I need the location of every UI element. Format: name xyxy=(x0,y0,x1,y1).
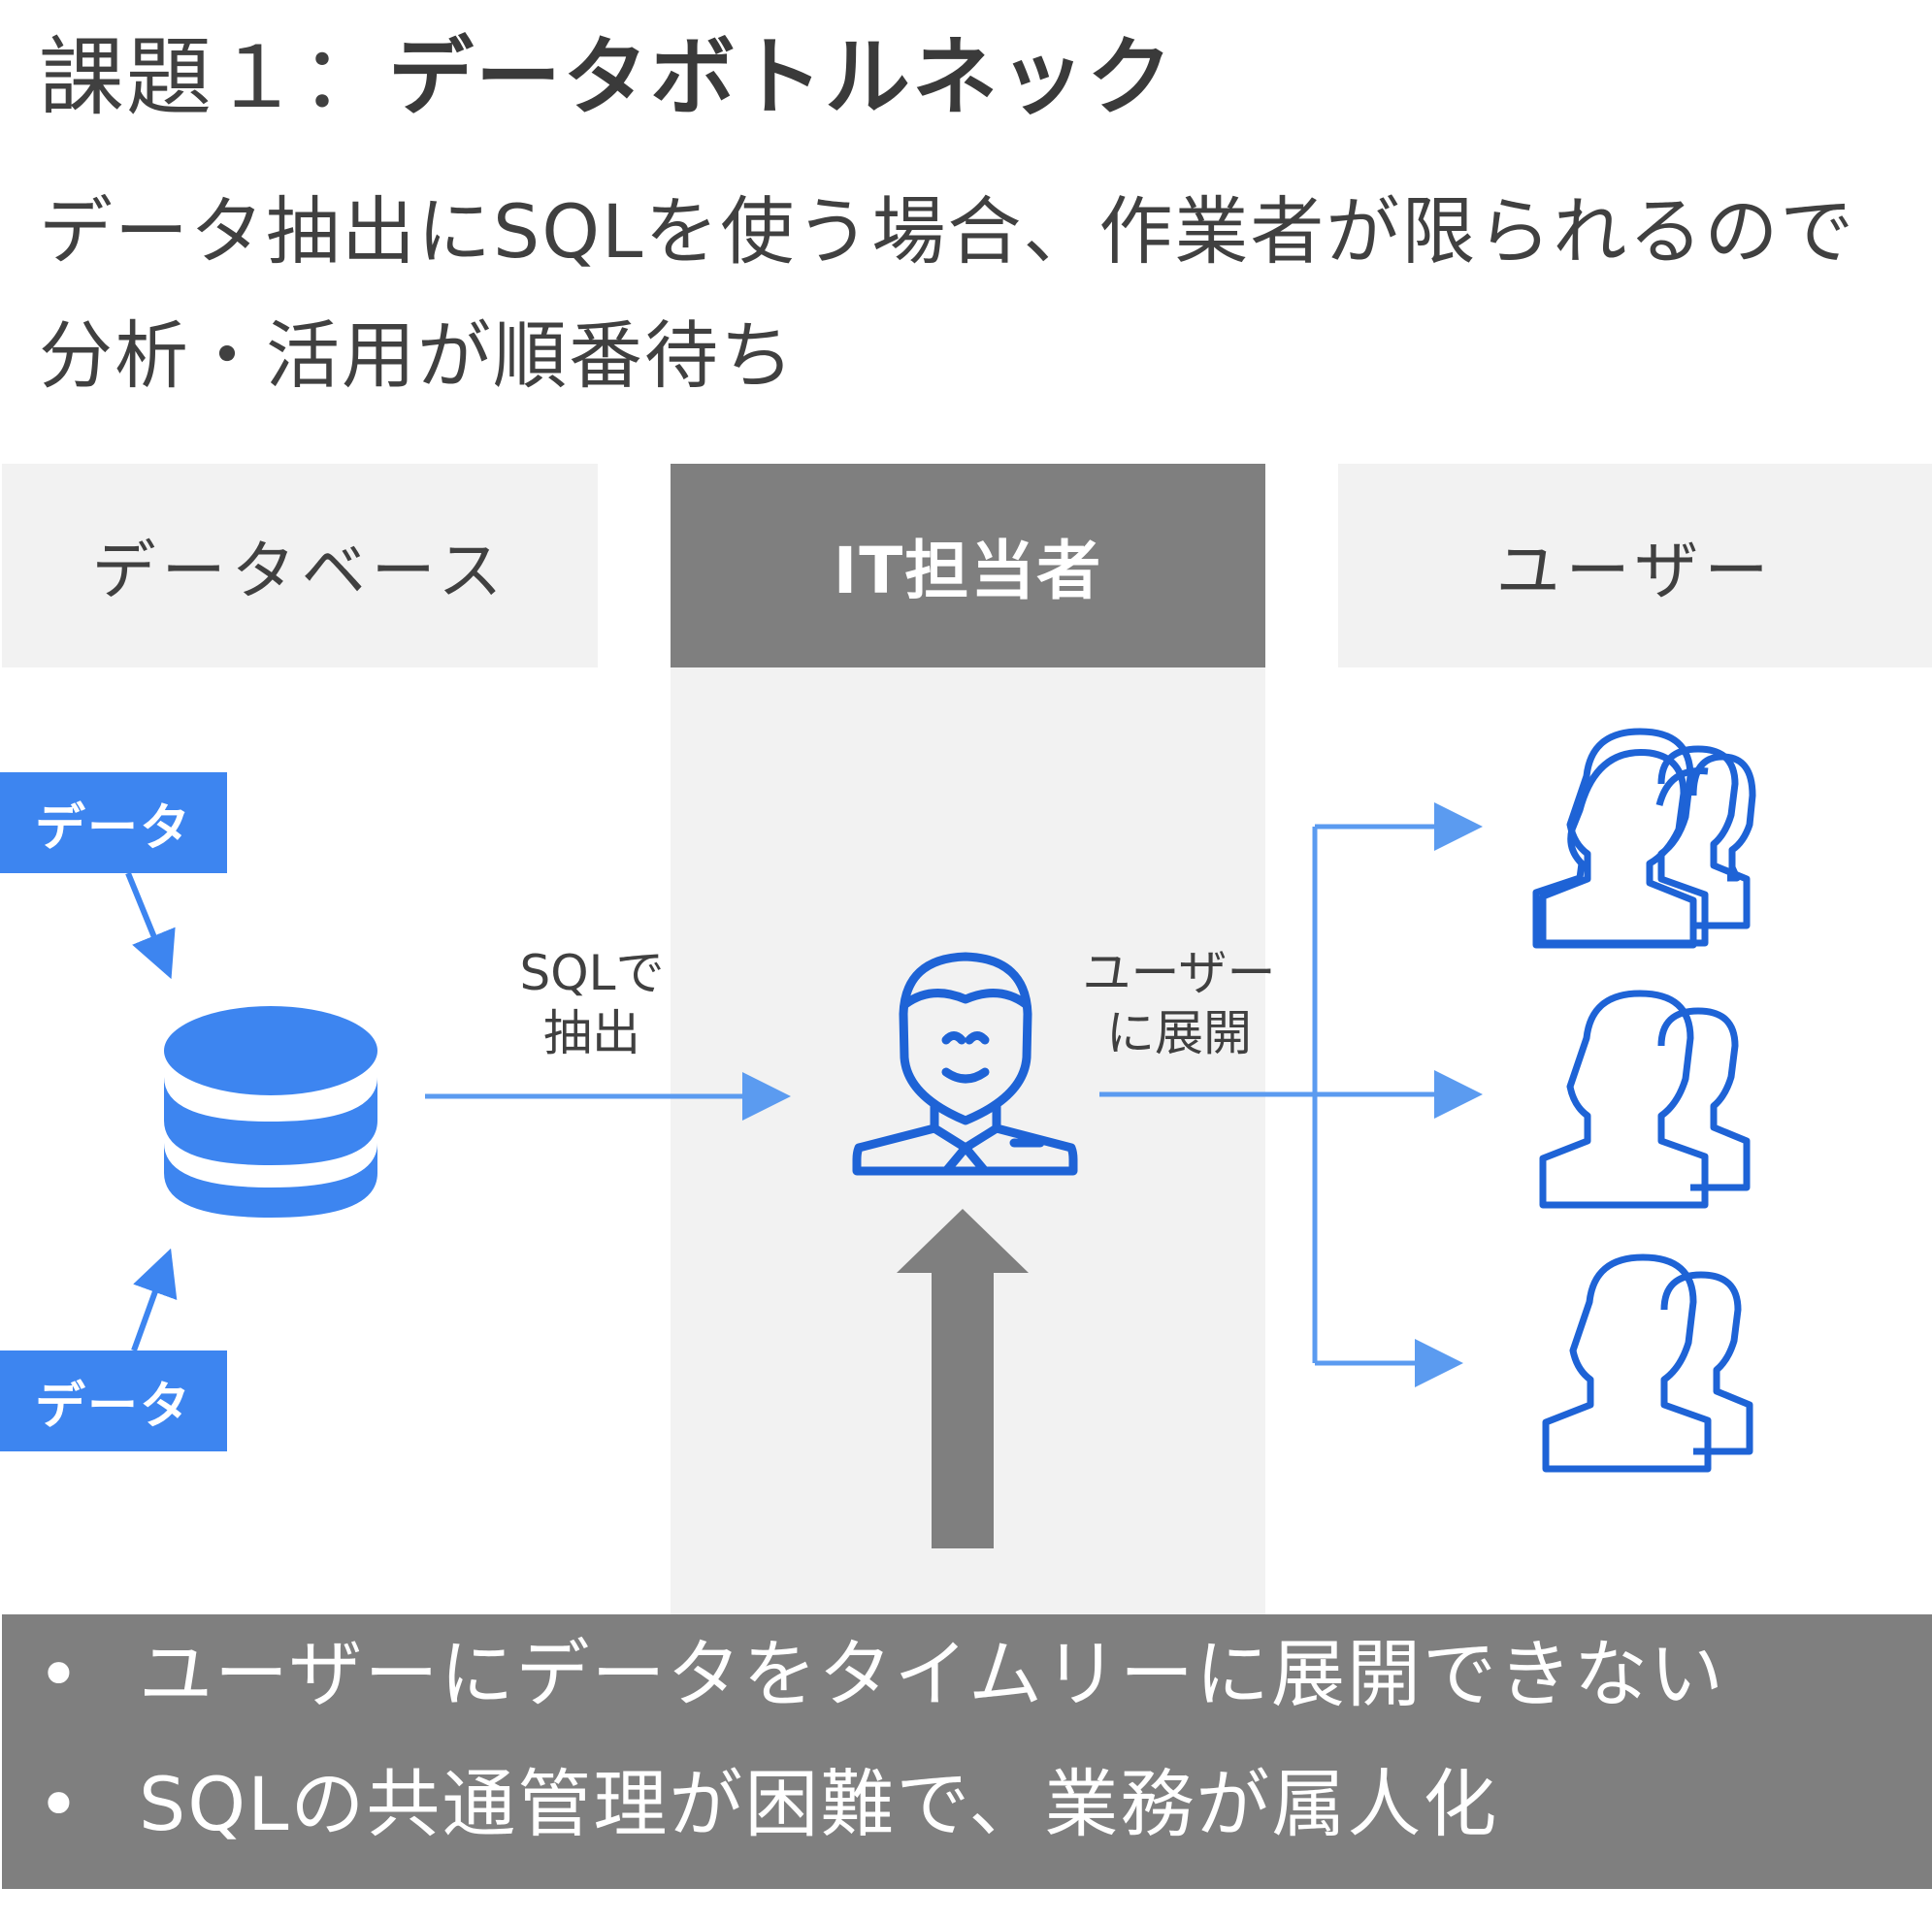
up-arrow-icon xyxy=(897,1209,1029,1548)
page-title: 課題１：データボトルネック xyxy=(39,24,1174,131)
page-subtitle: データ抽出にSQLを使う場合、作業者が限られるので分析・活用が順番待ち xyxy=(39,188,1856,399)
user-group-icon xyxy=(1542,1253,1753,1473)
deploy-arrows xyxy=(1099,802,1483,1387)
summary-item-2-text: SQLの共通管理が困難で、業務が属人化 xyxy=(139,1761,1499,1847)
database-icon xyxy=(164,1006,377,1218)
title-prefix: 課題１： xyxy=(39,27,389,127)
data-tag-bottom-arrow xyxy=(131,1248,178,1352)
summary-bullet: • xyxy=(37,1631,82,1717)
summary-panel: • ユーザーにデータをタイムリーに展開できない • SQLの共通管理が困難で、業務が… xyxy=(2,1614,1932,1889)
data-tag-top-arrow xyxy=(125,871,176,980)
deploy-label: ユーザー に展開 xyxy=(1063,943,1295,1063)
title-main: データボトルネック xyxy=(388,27,1175,127)
sql-extract-label: SQLで 抽出 xyxy=(485,943,699,1063)
sql-extract-label-line1: SQLで xyxy=(519,945,665,1001)
sql-extract-label-line2: 抽出 xyxy=(543,1005,640,1061)
column-header-it-staff: IT担当者 xyxy=(671,464,1265,667)
user-group-icon xyxy=(1539,990,1751,1209)
user-group-icon xyxy=(1539,728,1751,947)
summary-item-2: • SQLの共通管理が困難で、業務が属人化 xyxy=(37,1758,1498,1851)
data-tag-bottom: データ xyxy=(0,1351,227,1451)
summary-item-1-text: ユーザーにデータをタイムリーに展開できない xyxy=(139,1631,1725,1717)
deploy-label-line1: ユーザー xyxy=(1082,945,1276,1001)
summary-item-1: • ユーザーにデータをタイムリーに展開できない xyxy=(37,1628,1725,1721)
column-header-users: ユーザー xyxy=(1338,464,1932,667)
column-header-database: データベース xyxy=(2,464,598,667)
data-tag-top: データ xyxy=(0,772,227,873)
it-staff-icon xyxy=(852,952,1078,1176)
deploy-label-line2: に展開 xyxy=(1106,1005,1252,1061)
summary-bullet: • xyxy=(37,1761,82,1847)
